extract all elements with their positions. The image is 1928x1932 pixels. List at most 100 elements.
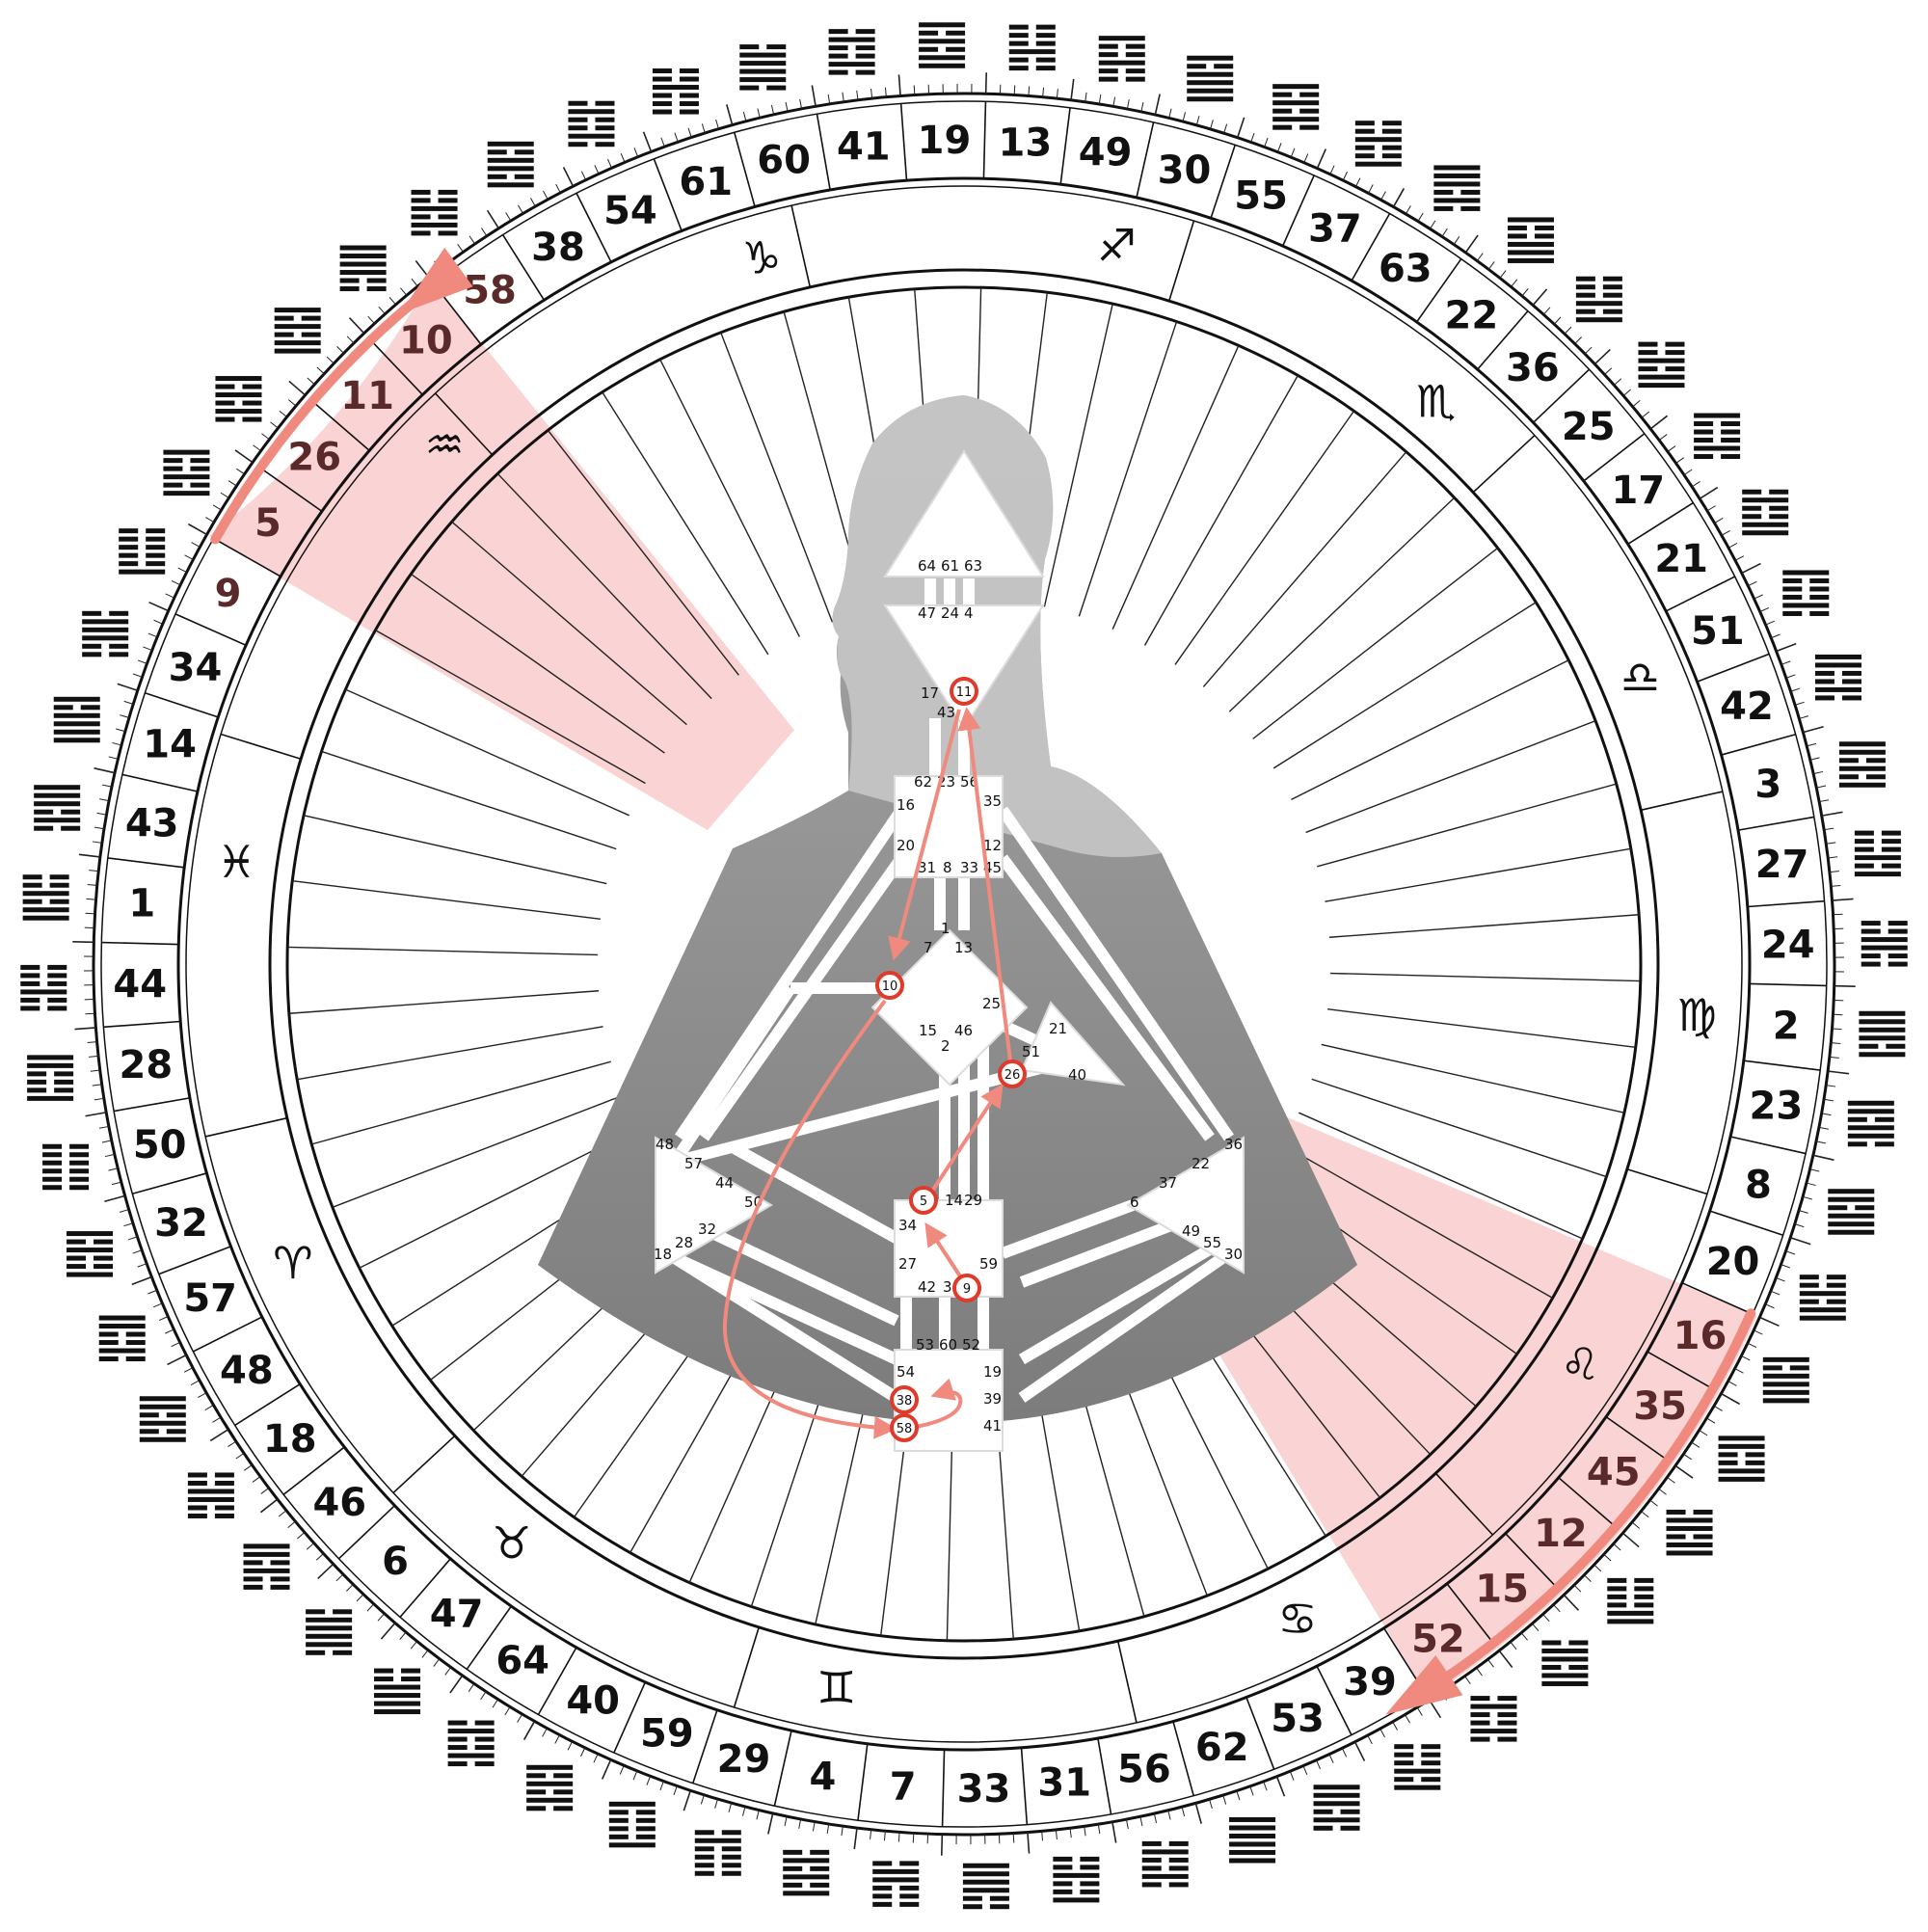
degree-tick	[1659, 1489, 1667, 1494]
degree-tick	[1099, 94, 1101, 104]
degree-tick	[1277, 1777, 1285, 1797]
gate-number: 59	[640, 1712, 694, 1757]
degree-tick	[812, 86, 816, 107]
gate-divider	[1738, 817, 1814, 830]
sacral-gate-label: 59	[979, 1255, 998, 1273]
hexagram-icon	[1541, 1640, 1588, 1686]
gate-number: 7	[890, 1765, 917, 1810]
degree-tick	[1759, 1317, 1779, 1326]
degree-tick	[1291, 148, 1295, 157]
gate-spoke	[304, 816, 606, 884]
hexagram-icon	[374, 1669, 420, 1715]
degree-tick	[1330, 166, 1334, 174]
g-gate-label: 15	[919, 1022, 937, 1039]
gate-divider	[1060, 108, 1070, 184]
degree-tick	[288, 400, 296, 406]
hexagram-icon	[54, 697, 100, 743]
degree-tick	[91, 1070, 100, 1071]
degree-tick	[1585, 347, 1592, 354]
gate-divider	[654, 159, 682, 231]
degree-tick	[138, 660, 147, 663]
degree-tick	[381, 1623, 394, 1639]
degree-tick	[1196, 116, 1199, 125]
degree-tick	[518, 1714, 522, 1723]
degree-tick	[1614, 1543, 1620, 1550]
degree-tick	[800, 99, 802, 109]
degree-tick	[88, 1042, 97, 1043]
spleen-gate-label: 18	[654, 1246, 672, 1263]
degree-tick	[316, 1554, 323, 1561]
gate-divider	[1744, 1060, 1820, 1070]
degree-tick	[133, 674, 142, 677]
degree-tick	[261, 1488, 269, 1493]
degree-tick	[942, 1835, 943, 1856]
degree-tick	[89, 1056, 98, 1057]
degree-tick	[1834, 986, 1856, 987]
degree-tick	[86, 913, 95, 914]
degree-tick	[102, 1140, 112, 1142]
gate-number: 40	[566, 1678, 620, 1723]
gate-number: 61	[679, 160, 733, 204]
degree-tick	[1715, 518, 1724, 523]
degree-tick	[133, 1250, 142, 1253]
degree-tick	[1642, 412, 1649, 417]
gate-number: 21	[1654, 537, 1708, 581]
degree-tick	[236, 1453, 244, 1459]
degree-tick	[1140, 1816, 1142, 1826]
degree-tick	[1071, 79, 1074, 100]
gate-spoke	[721, 333, 833, 622]
solar-plexus-gate-label: 36	[1224, 1136, 1243, 1153]
hexagram-icon	[1861, 921, 1908, 967]
degree-tick	[297, 1532, 305, 1539]
degree-tick	[743, 112, 746, 121]
degree-tick	[128, 1237, 137, 1240]
gate-number: 9	[215, 572, 242, 616]
degree-tick	[1155, 94, 1160, 115]
degree-tick	[221, 493, 228, 497]
sacral-gate-label: 3	[943, 1278, 952, 1296]
root-gate-label: 54	[897, 1363, 915, 1381]
degree-tick	[1803, 727, 1823, 733]
degree-tick	[543, 191, 548, 200]
gate-number: 58	[463, 269, 517, 313]
degree-tick	[93, 1085, 102, 1086]
degree-tick	[1565, 327, 1571, 334]
degree-tick	[1290, 1771, 1294, 1780]
root-gate-label: 41	[983, 1417, 1002, 1435]
gate-number: 18	[263, 1417, 317, 1462]
degree-tick	[1826, 1086, 1835, 1087]
pisces-icon: ♓	[217, 836, 256, 888]
degree-tick	[481, 1692, 486, 1700]
degree-tick	[884, 1831, 885, 1840]
gate-number: 16	[1674, 1314, 1727, 1358]
degree-tick	[524, 1721, 535, 1739]
hexagram-icon	[1742, 490, 1788, 536]
degree-tick	[1777, 644, 1797, 652]
degree-tick	[1127, 99, 1129, 109]
hexagram-icon	[1667, 1510, 1713, 1556]
ajna-gate-label: 24	[941, 604, 959, 622]
gate-number: 6	[382, 1540, 409, 1584]
degree-tick	[898, 74, 900, 95]
hexagram-icon	[1839, 741, 1886, 788]
gate-divider	[858, 1744, 868, 1820]
degree-tick	[1405, 1715, 1409, 1724]
gate-divider	[1748, 901, 1825, 907]
gate-number: 37	[1308, 207, 1362, 252]
hexagram-icon	[1828, 1189, 1874, 1235]
hexagram-icon	[1508, 217, 1554, 263]
gate-spoke	[1253, 548, 1498, 738]
gate-number: 3	[1754, 763, 1781, 807]
degree-tick	[1343, 172, 1347, 180]
degree-tick	[568, 1741, 573, 1750]
degree-tick	[72, 942, 94, 943]
hexagram-icon	[67, 1231, 113, 1277]
degree-tick	[1748, 1343, 1756, 1347]
gate-number: 62	[1195, 1726, 1249, 1770]
degree-tick	[1532, 1623, 1539, 1631]
gate-spoke	[1112, 345, 1239, 629]
gate-label: 38	[897, 1394, 913, 1409]
degree-tick	[104, 1195, 124, 1201]
degree-tick	[701, 1795, 704, 1805]
